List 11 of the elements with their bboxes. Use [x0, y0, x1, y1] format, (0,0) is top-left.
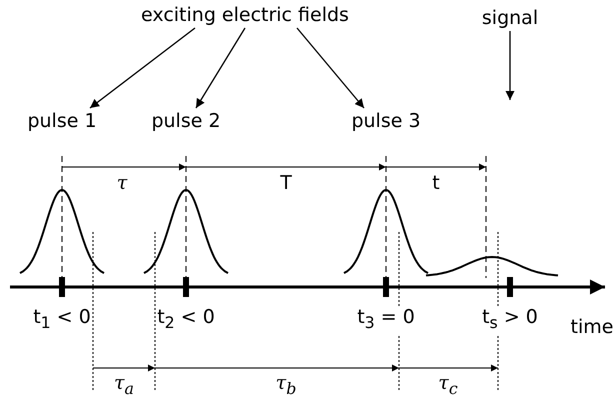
arrow [195, 28, 246, 108]
heading-label: exciting electric fields [141, 4, 349, 26]
pulse-label: pulse 1 [27, 110, 97, 132]
pulse-label: pulse 2 [151, 110, 221, 132]
arrow [505, 31, 515, 100]
arrow [90, 27, 196, 109]
time-label: t$_{s}$ > 0 [482, 306, 538, 334]
time-label: t$_{3}$ = 0 [357, 306, 415, 334]
pulse-label: pulse 3 [351, 110, 421, 132]
arrow [296, 28, 364, 108]
signal-label: signal [482, 7, 538, 29]
